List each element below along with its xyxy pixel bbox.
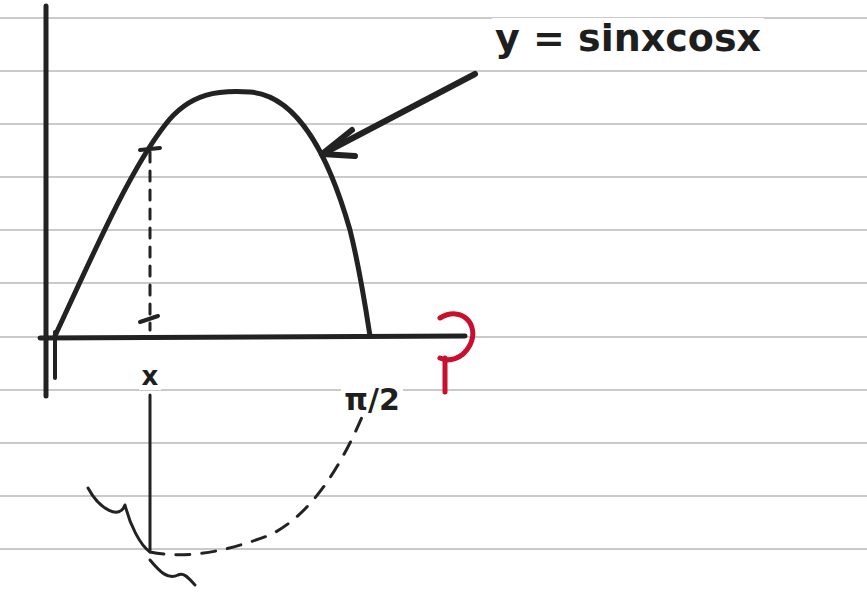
arrow-head — [322, 130, 355, 156]
x-axis — [40, 336, 465, 338]
curve — [55, 91, 370, 336]
point-tick — [140, 148, 160, 150]
upper-limit-label: π/2 — [341, 384, 403, 416]
mirror-curve — [150, 410, 365, 555]
ruled-lines — [0, 18, 867, 549]
rotation-symbol — [440, 314, 473, 392]
lower-radius — [149, 395, 152, 550]
disk-edge — [88, 488, 150, 552]
equation-label: y = sinxcosx — [492, 18, 764, 58]
x-tick — [140, 316, 158, 322]
x-label: x — [139, 362, 162, 390]
squiggle — [150, 560, 195, 585]
pointer-arrow — [330, 74, 475, 150]
dashed-radius — [149, 152, 152, 330]
origin-tick — [53, 332, 57, 378]
